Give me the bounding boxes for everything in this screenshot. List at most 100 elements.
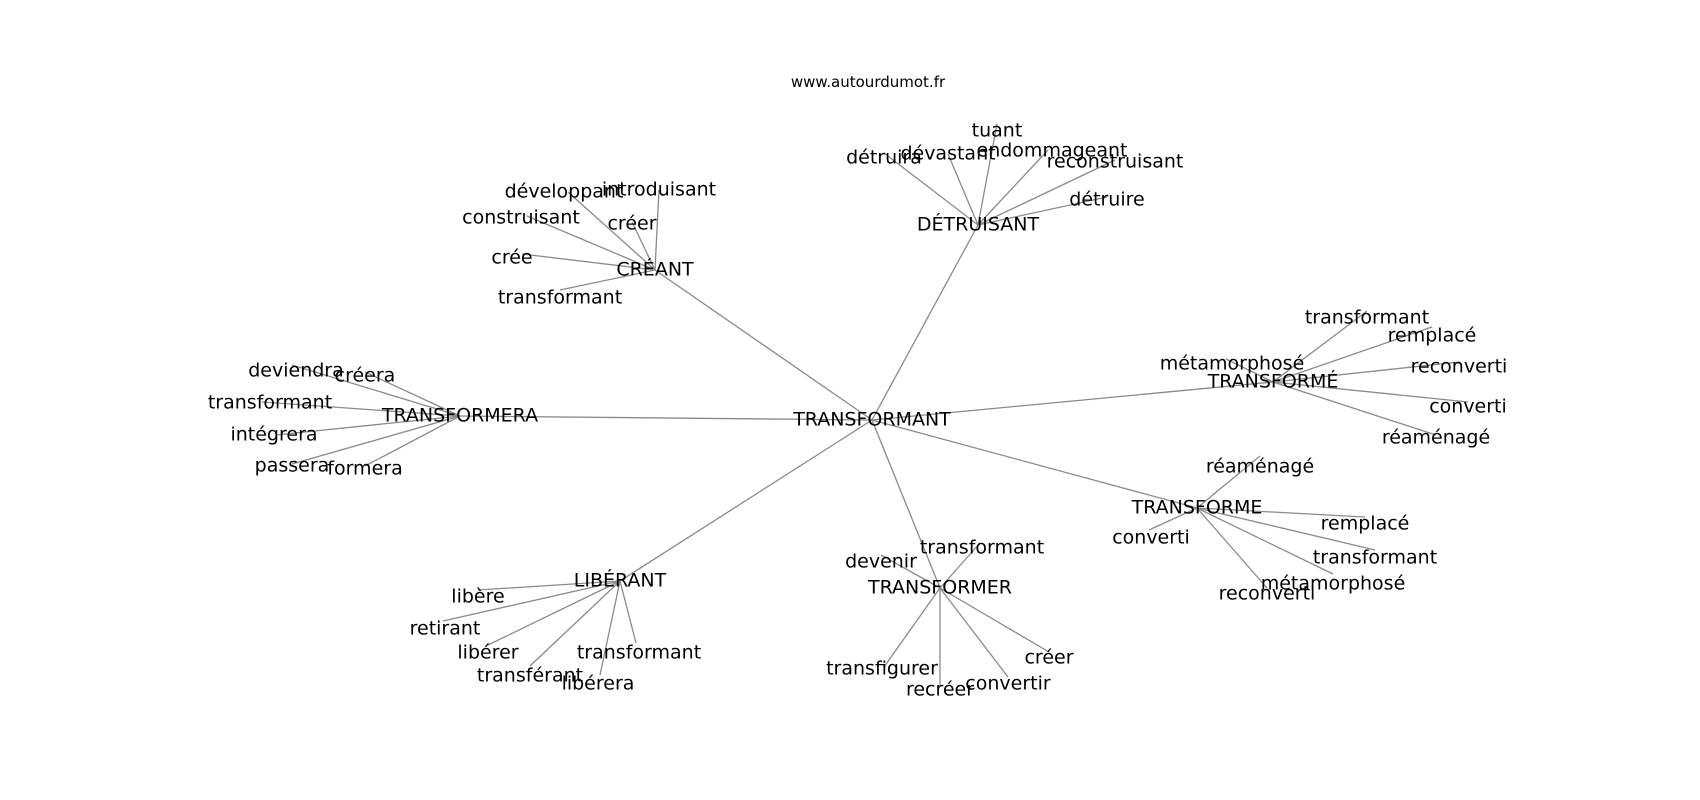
edge-liberant-to-libere bbox=[477, 580, 621, 591]
leaf-node-creer: créer bbox=[1024, 647, 1073, 669]
edge-transforme-to-metamorphose bbox=[1196, 507, 1334, 575]
leaf-node-cree: crée bbox=[491, 247, 532, 269]
leaf-node-transformant: transformant bbox=[498, 287, 622, 309]
edge-liberant-to-liberer bbox=[487, 580, 621, 646]
edge-creant-to-introduisant bbox=[654, 189, 660, 271]
edge-transformer-to-devenir bbox=[880, 554, 941, 589]
edge-transforme-to-remplace bbox=[1196, 507, 1366, 518]
hub-node-creant: CRÉANT bbox=[616, 258, 694, 281]
edge-detruisant-to-devastant bbox=[947, 153, 979, 226]
leaf-node-reamenage: réaménagé bbox=[1206, 456, 1314, 478]
leaf-node-construisant: construisant bbox=[462, 207, 580, 229]
hub-node-transforme: TRANSFORMÉ bbox=[1207, 370, 1339, 393]
graph-labels: www.autourdumot.fr TRANSFORMANT DÉTRUISAN… bbox=[208, 73, 1507, 701]
edge-creant-to-creer bbox=[631, 221, 656, 271]
edge-center-to-liberant bbox=[619, 419, 873, 582]
edge-detruisant-to-detruire bbox=[977, 196, 1108, 226]
leaf-node-convertir: convertir bbox=[965, 673, 1051, 695]
leaf-node-deviendra: deviendra bbox=[248, 360, 344, 382]
edge-liberant-to-transformant bbox=[619, 580, 637, 644]
edge-creant-to-construisant bbox=[526, 215, 656, 271]
leaf-node-transformant: transformant bbox=[1313, 547, 1437, 569]
leaf-node-creer: créer bbox=[607, 213, 656, 235]
leaf-node-metamorphose: métamorphosé bbox=[1261, 573, 1406, 595]
hub-node-detruisant: DÉTRUISANT bbox=[917, 213, 1040, 236]
edge-center-to-creant bbox=[654, 269, 873, 421]
leaf-node-introduisant: introduisant bbox=[602, 179, 716, 201]
edge-creant-to-cree bbox=[521, 253, 656, 271]
edge-transformera-to-integrera bbox=[275, 415, 461, 436]
graph-edges bbox=[261, 123, 1469, 686]
edge-center-to-transforme bbox=[871, 381, 1274, 421]
edge-detruisant-to-tuant bbox=[977, 123, 998, 226]
leaf-node-transformant: transformant bbox=[1305, 307, 1429, 329]
leaf-node-developpant: développant bbox=[505, 181, 624, 203]
edge-transformera-to-formera bbox=[364, 415, 461, 467]
source-website-label: www.autourdumot.fr bbox=[791, 73, 946, 91]
edge-transformera-to-deviendra bbox=[291, 364, 461, 417]
leaf-node-liberer: libérer bbox=[457, 642, 518, 664]
leaf-node-remplace: remplacé bbox=[1321, 513, 1410, 535]
hub-node-liberant: LIBÉRANT bbox=[574, 569, 667, 592]
edge-liberant-to-retirant bbox=[442, 580, 621, 622]
leaf-node-converti: converti bbox=[1112, 527, 1190, 549]
edge-detruisant-to-reconstruisant bbox=[977, 159, 1116, 226]
leaf-node-retirant: retirant bbox=[410, 618, 481, 640]
edge-transforme-to-remplace bbox=[1272, 326, 1433, 383]
leaf-node-converti: converti bbox=[1429, 396, 1507, 418]
leaf-node-detruira: détruira bbox=[846, 147, 922, 169]
edge-transformera-to-creera bbox=[364, 371, 461, 417]
edge-transforme-to-converti bbox=[1272, 381, 1469, 403]
leaf-node-endommageant: endommageant bbox=[977, 140, 1128, 162]
leaf-node-reamenage: réaménagé bbox=[1382, 427, 1490, 449]
edge-transforme-to-metamorphose bbox=[1225, 358, 1274, 383]
leaf-node-tuant: tuant bbox=[972, 120, 1023, 142]
edge-liberant-to-transferant bbox=[529, 580, 621, 667]
leaf-node-reconverti: reconverti bbox=[1411, 356, 1508, 378]
leaf-node-reconverti: reconverti bbox=[1219, 583, 1316, 605]
edge-creant-to-transformant bbox=[559, 269, 656, 291]
leaf-node-transformant: transformant bbox=[920, 537, 1044, 559]
hub-node-transforme: TRANSFORME bbox=[1131, 497, 1263, 519]
edge-transforme-to-transformant bbox=[1196, 507, 1376, 551]
leaf-node-transfigurer: transfigurer bbox=[826, 658, 938, 680]
edge-transformera-to-transformant bbox=[261, 401, 461, 417]
edge-liberant-to-liberera bbox=[599, 580, 621, 676]
edge-transformer-to-convertir bbox=[939, 587, 1009, 678]
leaf-node-detruire: détruire bbox=[1069, 189, 1144, 211]
edge-transforme-to-reamenage bbox=[1196, 455, 1261, 509]
edge-transformera-to-passera bbox=[291, 415, 461, 465]
leaf-node-libere: libère bbox=[451, 586, 504, 608]
leaf-node-reconstruisant: reconstruisant bbox=[1047, 151, 1184, 173]
leaf-node-devenir: devenir bbox=[845, 551, 917, 573]
leaf-node-devastant: dévastant bbox=[900, 143, 995, 165]
edge-center-to-detruisant bbox=[871, 224, 979, 421]
leaf-node-integrera: intégrera bbox=[230, 424, 317, 446]
leaf-node-transformant: transformant bbox=[577, 642, 701, 664]
edge-transformer-to-transfigurer bbox=[883, 587, 941, 668]
edge-transforme-to-reamenage bbox=[1272, 381, 1437, 436]
edge-center-to-transformera bbox=[459, 415, 873, 421]
leaf-node-liberera: libérera bbox=[562, 673, 635, 695]
edge-center-to-transformer bbox=[871, 419, 941, 589]
leaf-node-recreer: recréer bbox=[906, 679, 974, 701]
leaf-node-creera: créera bbox=[335, 365, 396, 387]
leaf-node-metamorphose: métamorphosé bbox=[1160, 353, 1305, 375]
hub-node-transformer: TRANSFORMER bbox=[867, 577, 1012, 599]
edge-transforme-to-transformant bbox=[1272, 310, 1368, 383]
leaf-node-transformant: transformant bbox=[208, 392, 332, 414]
edge-detruisant-to-detruira bbox=[883, 152, 979, 226]
edge-center-to-transforme bbox=[871, 419, 1198, 509]
leaf-node-transferant: transférant bbox=[477, 665, 583, 687]
center-node-label: TRANSFORMANT bbox=[792, 409, 951, 431]
edge-transformer-to-transformant bbox=[939, 542, 981, 589]
hub-node-transformera: TRANSFORMERA bbox=[381, 405, 538, 427]
leaf-node-formera: formera bbox=[327, 458, 402, 480]
edge-transforme-to-converti bbox=[1148, 507, 1198, 531]
edge-transformer-to-creer bbox=[939, 587, 1050, 653]
leaf-node-passera: passera bbox=[255, 455, 330, 477]
leaf-node-remplace: remplacé bbox=[1388, 325, 1477, 347]
edge-transforme-to-reconverti bbox=[1272, 361, 1460, 383]
edge-transforme-to-reconverti bbox=[1196, 507, 1268, 589]
